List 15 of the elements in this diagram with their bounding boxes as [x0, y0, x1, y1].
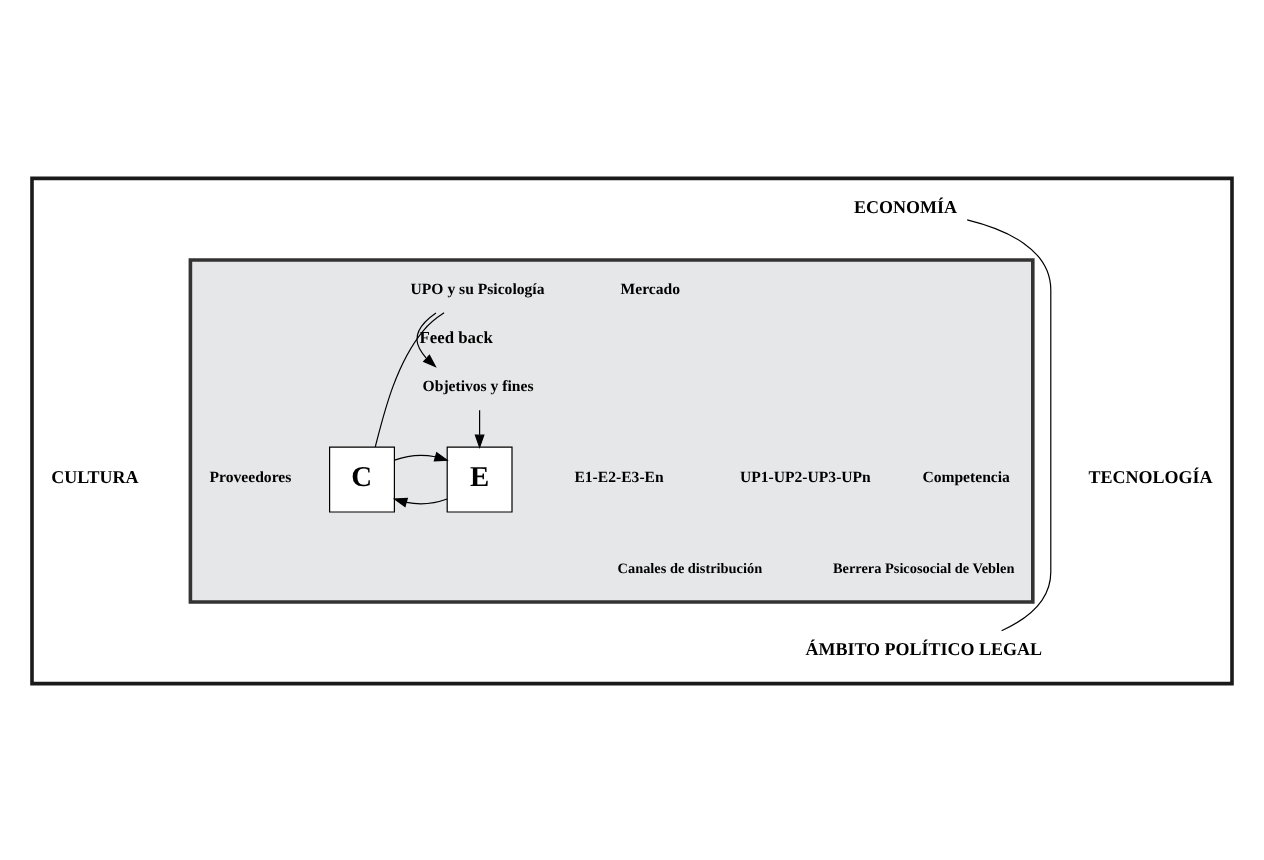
cluster: [188, 257, 1035, 603]
node-text: ECONOMÍA: [854, 195, 957, 216]
node-box: C: [329, 445, 395, 512]
arrow: [474, 408, 485, 448]
connector: [966, 218, 1052, 631]
arrow: [394, 450, 449, 461]
label: CULTURA: [51, 465, 139, 486]
node-box: E: [446, 445, 513, 512]
edge-label: Feed back: [419, 328, 493, 347]
label: TECNOLOGÍA: [1088, 465, 1213, 486]
arrow: [416, 311, 437, 367]
arrow: [392, 496, 448, 507]
connector: [374, 311, 445, 447]
cluster: [30, 175, 1234, 685]
node-text: ÁMBITO POLÍTICO LEGAL: [805, 638, 1043, 659]
